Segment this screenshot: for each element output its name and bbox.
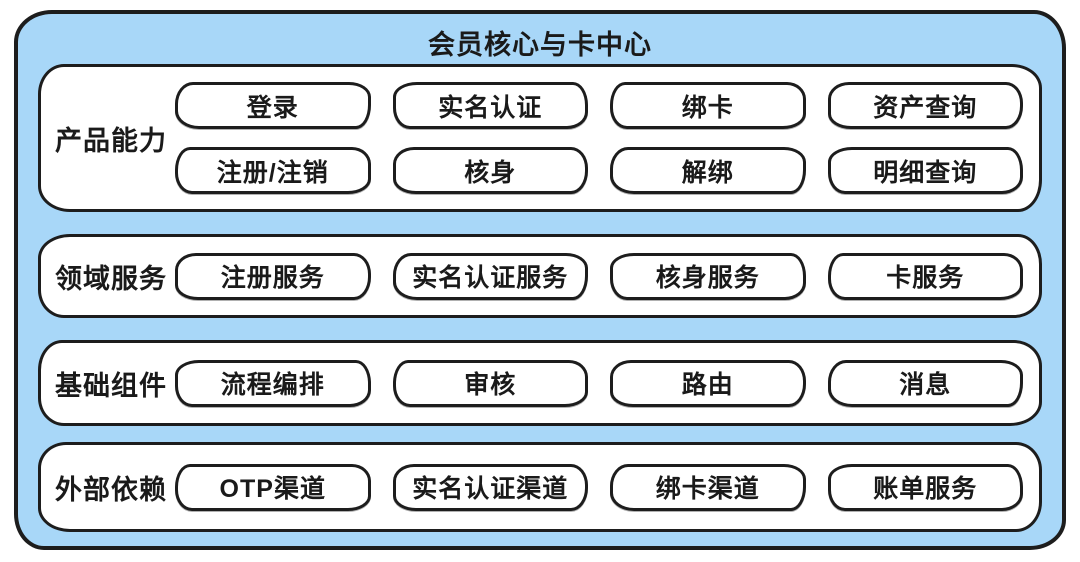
login-box: 登录 <box>175 82 371 129</box>
section-product-capabilities-label: 产品能力 <box>55 125 167 156</box>
otp-channel-box: OTP渠道 <box>175 463 371 511</box>
register-service-box: 注册服务 <box>175 252 371 300</box>
realname-auth-service-box: 实名认证服务 <box>392 252 588 300</box>
external-dependencies-grid: OTP渠道 实名认证渠道 绑卡渠道 账单服务 <box>175 463 1023 511</box>
section-basic-components-label: 基础组件 <box>55 370 167 401</box>
detail-query-box: 明细查询 <box>827 147 1023 194</box>
section-domain-services: 领域服务 注册服务 实名认证服务 核身服务 卡服务 <box>38 234 1042 318</box>
routing-box: 路由 <box>610 359 806 407</box>
product-capabilities-grid: 登录 实名认证 绑卡 资产查询 注册/注销 核身 解绑 明细查询 <box>175 82 1023 194</box>
section-external-dependencies: 外部依赖 OTP渠道 实名认证渠道 绑卡渠道 账单服务 <box>38 442 1042 532</box>
billing-service-box: 账单服务 <box>827 463 1023 511</box>
review-box: 审核 <box>392 359 588 407</box>
asset-query-box: 资产查询 <box>827 82 1023 129</box>
diagram-title: 会员核心与卡中心 <box>428 29 652 60</box>
section-external-dependencies-label: 外部依赖 <box>55 474 167 505</box>
realname-auth-channel-box: 实名认证渠道 <box>392 463 588 511</box>
card-service-box: 卡服务 <box>827 252 1023 300</box>
message-box: 消息 <box>827 359 1023 407</box>
basic-components-grid: 流程编排 审核 路由 消息 <box>175 359 1023 407</box>
unbind-box: 解绑 <box>610 147 806 194</box>
section-domain-services-label: 领域服务 <box>55 263 167 294</box>
member-core-card-center-container: 会员核心与卡中心 产品能力 登录 实名认证 绑卡 资产查询 注册/注销 核身 解… <box>14 10 1066 550</box>
section-basic-components: 基础组件 流程编排 审核 路由 消息 <box>38 340 1042 426</box>
flow-orchestration-box: 流程编排 <box>175 359 371 407</box>
identity-check-service-box: 核身服务 <box>610 252 806 300</box>
bind-card-box: 绑卡 <box>610 82 806 129</box>
bind-card-channel-box: 绑卡渠道 <box>610 463 806 511</box>
identity-check-box: 核身 <box>392 147 588 194</box>
realname-auth-box: 实名认证 <box>392 82 588 129</box>
domain-services-grid: 注册服务 实名认证服务 核身服务 卡服务 <box>175 252 1023 300</box>
section-product-capabilities: 产品能力 登录 实名认证 绑卡 资产查询 注册/注销 核身 解绑 明细查询 <box>38 64 1042 212</box>
register-deregister-box: 注册/注销 <box>175 147 371 194</box>
